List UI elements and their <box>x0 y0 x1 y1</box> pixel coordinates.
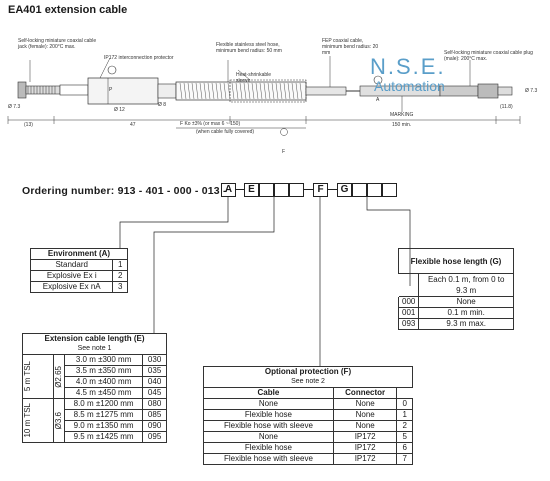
protection-note: See note 2 <box>203 377 413 388</box>
line-to-extension <box>153 197 275 333</box>
dim-ticks <box>7 116 521 124</box>
dim-47: 47 <box>130 122 136 128</box>
protection-title: Optional protection (F) <box>203 366 413 377</box>
page-title: EA401 extension cable <box>8 4 128 16</box>
code-dash-2 <box>304 189 313 190</box>
group2-dia: Ø3.6 <box>54 411 63 430</box>
extension-title: Extension cable length (E) <box>22 333 167 344</box>
hose-pattern <box>179 82 303 100</box>
label-p-circle <box>107 65 117 75</box>
group2-tsl: 10 m TSL <box>23 403 32 438</box>
cable-drawing: Self-locking miniature coaxial cable jac… <box>0 20 550 155</box>
code-box-a: A <box>221 183 236 197</box>
code-box-g4 <box>382 183 397 197</box>
watermark-line1: N.S.E. <box>370 54 446 79</box>
hose-desc: Each 0.1 m, from 0 to 9.3 m <box>418 273 514 297</box>
marking-text: MARKING <box>390 112 414 118</box>
group1-tsl: 5 m TSL <box>23 361 32 392</box>
callout-plug-text: Self-locking miniature coaxial cable plu… <box>444 50 533 62</box>
line-to-environment <box>119 197 229 248</box>
code-dash-1 <box>236 189 244 190</box>
dim-150: 150 min. <box>392 122 412 128</box>
environment-title: Environment (A) <box>30 248 128 260</box>
dia-right: Ø 7.3 <box>525 88 538 94</box>
callout-hose-text: Flexible stainless steel hose, minimum b… <box>216 42 282 54</box>
code-box-g2 <box>352 183 367 197</box>
col-cable: Cable <box>203 387 334 399</box>
watermark-line2: Automation <box>374 78 445 94</box>
dia-12: Ø 12 <box>114 107 125 113</box>
code-box-g3 <box>367 183 382 197</box>
ordering-number-label: Ordering number: 913 - 401 - 000 - 013 - <box>22 185 227 197</box>
hose-table: Flexible hose length (G) Each 0.1 m, fro… <box>397 248 514 330</box>
code-box-e: E <box>244 183 259 197</box>
group1-dia: Ø2.65 <box>54 365 63 388</box>
callout-jack-text: Self-locking miniature coaxial cable jac… <box>18 38 97 50</box>
label-a-text: A <box>376 97 380 103</box>
dim-f: F <box>282 149 286 155</box>
extension-note: See note 1 <box>22 344 167 355</box>
code-box-g: G <box>337 183 352 197</box>
leader-protector <box>99 57 111 79</box>
dim-11-8: (11.8) <box>500 104 513 110</box>
dia-8: Ø 8 <box>158 102 167 108</box>
dim-13: (13) <box>24 122 33 128</box>
code-dash-3 <box>328 189 337 190</box>
dim-f-circle <box>280 128 288 136</box>
cable-drawing-svg <box>7 56 521 136</box>
callout-shrink-text: Heat-shrinkable sleeve <box>236 72 272 84</box>
dim-tolerance: F Ko ±3% (or max 6 ~ 150) <box>180 121 241 127</box>
leader-shrink <box>237 69 251 81</box>
col-connector: Connector <box>332 387 398 399</box>
dia-left: Ø 7.3 <box>8 104 21 110</box>
dim-covered: (when cable fully covered) <box>196 129 255 135</box>
label-a-circle <box>373 75 383 85</box>
ip172-protector <box>87 77 159 105</box>
code-box-e4 <box>289 183 304 197</box>
code-box-e3 <box>274 183 289 197</box>
left-jack-ridges <box>27 86 56 94</box>
right-plug-tip <box>497 86 513 96</box>
extension-table: Extension cable length (E) See note 1 5 … <box>22 333 167 443</box>
label-p-text: P <box>109 87 113 93</box>
callout-protector-text: IP172 interconnection protector <box>104 55 174 61</box>
hose-title: Flexible hose length (G) <box>398 248 514 274</box>
code-box-f: F <box>313 183 328 197</box>
code-box-e2 <box>259 183 274 197</box>
callout-fep-text: FEP coaxial cable, minimum bend radius: … <box>322 38 379 56</box>
protection-table: Optional protection (F) See note 2 Cable… <box>203 366 413 465</box>
